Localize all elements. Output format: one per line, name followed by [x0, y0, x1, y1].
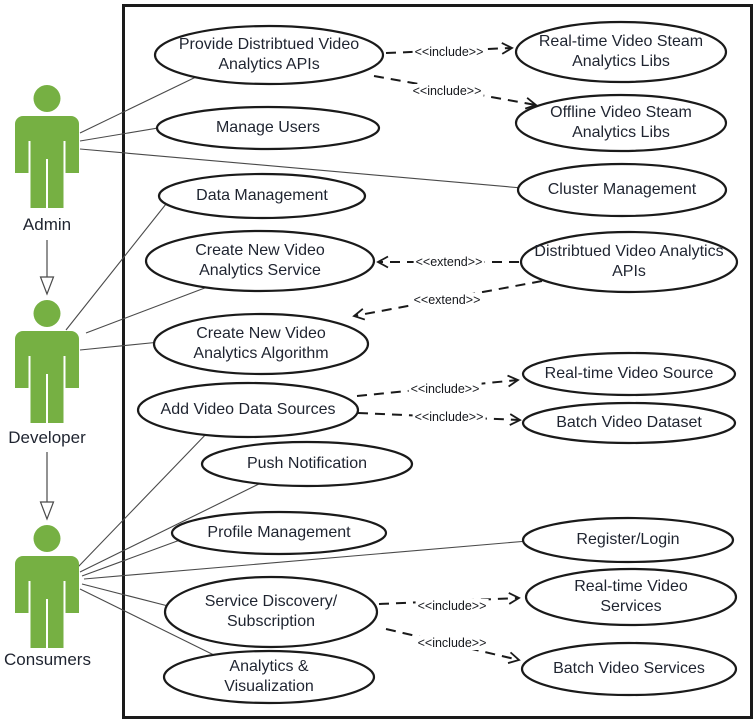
use-case-ellipse-data-management [157, 172, 367, 220]
use-case-ellipse-register-login [521, 516, 735, 564]
use-case-ellipse-analytics-visualization [162, 649, 376, 705]
extend-label-dist-apis-create-algorithm: <<extend>> [411, 293, 483, 307]
include-label-provide-apis-rt-steam-libs: <<include>> [412, 45, 486, 59]
association-developer-data-management [65, 198, 171, 331]
use-case-ellipse-cluster-management [516, 162, 728, 218]
association-consumers-register-login [83, 540, 529, 580]
use-case-ellipse-dist-apis [519, 230, 739, 294]
include-label-add-sources-batch-dataset: <<include>> [412, 410, 486, 424]
association-lines [65, 75, 529, 659]
consumers-actor-label: Consumers [4, 650, 91, 669]
use-case-ellipse-manage-users [155, 105, 381, 151]
use-case-ellipse-create-service [144, 229, 376, 293]
include-arrow-add-sources-rt-video-source [356, 374, 520, 397]
admin-actor-label: Admin [22, 215, 72, 234]
association-consumers-service-discovery [81, 583, 173, 608]
include-label-discovery-rt-services: <<include>> [415, 599, 489, 613]
association-admin-provide-apis [79, 75, 199, 134]
association-consumers-profile-management [81, 539, 181, 577]
use-case-ellipse-batch-video-services [520, 641, 738, 697]
extend-label-dist-apis-create-service: <<extend>> [413, 255, 485, 269]
generalization-admin-developer-triangle-icon [39, 276, 55, 296]
use-case-ellipse-rt-steam-libs [514, 20, 728, 84]
use-case-ellipse-offline-steam-libs [514, 93, 728, 153]
developer-actor-label: Developer [8, 428, 86, 447]
consumers-actor-icon [15, 525, 79, 648]
use-case-ellipse-provide-apis [153, 24, 385, 86]
extend-arrow-dist-apis-create-algorithm [352, 280, 543, 321]
include-label-discovery-batch-services: <<include>> [415, 636, 489, 650]
association-developer-create-algorithm [79, 341, 161, 351]
use-case-ellipse-profile-management [170, 510, 388, 556]
use-case-ellipse-create-algorithm [152, 312, 370, 376]
use-case-ellipse-add-video-sources [136, 381, 360, 439]
association-admin-manage-users [79, 125, 171, 142]
use-case-ellipse-push-notification [200, 440, 414, 488]
include-label-add-sources-rt-video-source: <<include>> [408, 382, 482, 396]
include-arrow-provide-apis-rt-steam-libs [385, 42, 514, 55]
include-arrow-provide-apis-offline-steam-libs [373, 75, 538, 110]
association-consumers-push-notification [79, 479, 268, 573]
association-consumers-add-video-sources [77, 429, 211, 568]
generalization-developer-consumers-triangle-icon [39, 501, 55, 521]
association-admin-cluster-management [79, 148, 523, 189]
use-case-ellipses [136, 20, 739, 705]
generalization-arrows [39, 240, 55, 521]
association-developer-create-service [85, 285, 211, 334]
use-case-ellipse-batch-video-dataset [521, 401, 737, 445]
include-label-provide-apis-offline-steam-libs: <<include>> [410, 84, 484, 98]
admin-actor-icon [15, 85, 79, 208]
system-boundary [122, 4, 753, 719]
association-consumers-analytics-visualization [79, 588, 221, 659]
use-case-ellipse-rt-video-source [521, 351, 737, 397]
stereotype-arrows [352, 42, 543, 664]
developer-actor-icon [15, 300, 79, 423]
use-case-ellipse-rt-video-services [524, 567, 738, 627]
use-case-ellipse-service-discovery [163, 575, 379, 649]
